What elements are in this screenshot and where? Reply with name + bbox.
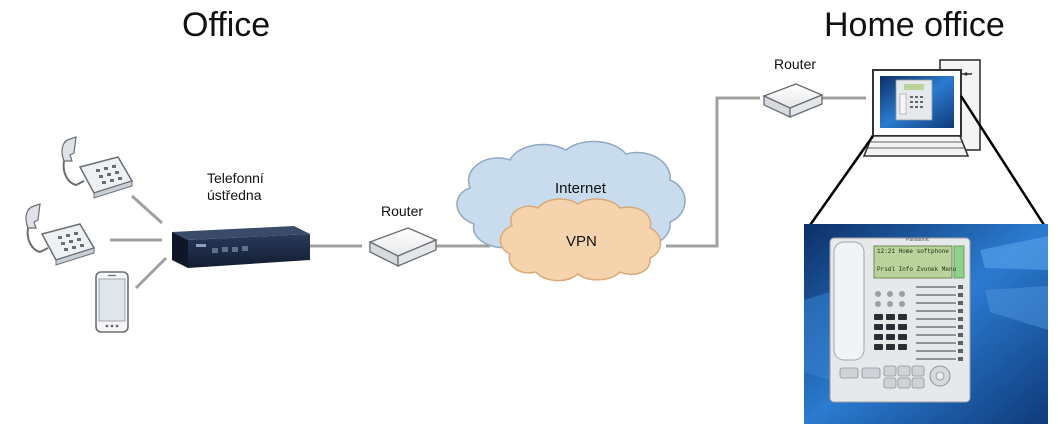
home-router-label: Router — [774, 56, 817, 72]
internet-label: Internet — [555, 180, 606, 197]
zoom-line-left — [806, 135, 875, 229]
connection-lines — [110, 96, 866, 290]
phone-brand-label: Panasonic — [906, 237, 930, 243]
phone-display-line2: Prsdl Info Zvonek Menu — [877, 266, 957, 273]
office-router-label: Router — [381, 203, 424, 219]
router-icon — [368, 227, 438, 268]
softphone-screenshot — [804, 224, 1048, 424]
router-icon — [762, 83, 824, 119]
office-heading: Office — [182, 6, 271, 44]
desktop-computer-icon — [862, 59, 981, 157]
keypad — [874, 314, 907, 350]
pbx-label-line2: ústředna — [207, 187, 262, 203]
home-office-heading: Home office — [824, 6, 1005, 44]
vpn-label: VPN — [566, 233, 597, 250]
phone-display-line1: 12:21 Home softphone — [877, 248, 950, 255]
link-mobile-pbx — [134, 256, 168, 290]
desk-phone-icon — [25, 203, 96, 266]
zoom-line-right — [959, 95, 1048, 229]
desk-phone-icon — [61, 136, 134, 199]
pbx-label-line1: Telefonní — [207, 170, 264, 186]
link-cloud-router-home — [666, 96, 760, 248]
line-keys — [916, 286, 956, 360]
pbx-unit-icon — [172, 226, 310, 268]
vpn-cloud — [499, 198, 662, 282]
link-phone1-pbx — [130, 194, 164, 225]
smartphone-icon — [95, 271, 129, 333]
